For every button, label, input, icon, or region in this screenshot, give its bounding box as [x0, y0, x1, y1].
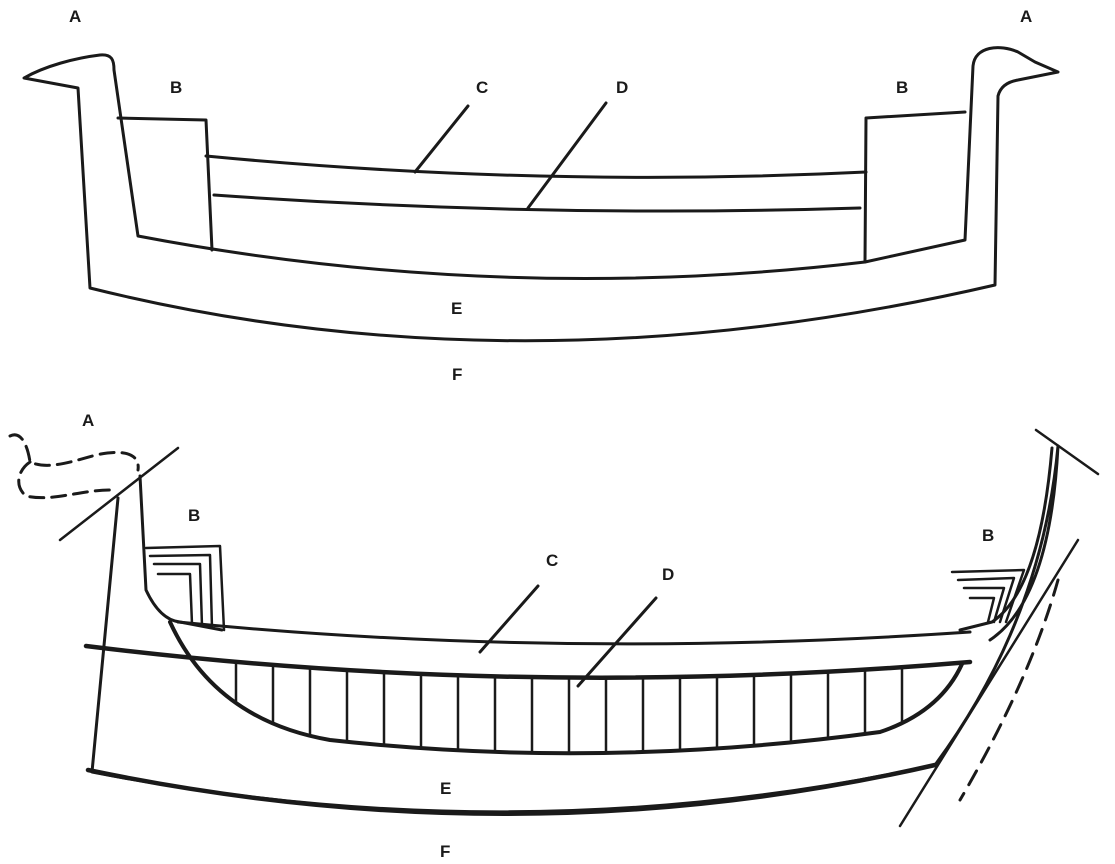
bottom-line-e — [85, 762, 938, 816]
bottom-label-b-right: B — [982, 526, 995, 545]
bottom-label-f: F — [440, 842, 451, 861]
top-label-a-right: A — [1020, 7, 1033, 26]
top-leader-d — [526, 101, 608, 210]
top-hull-outline — [22, 46, 1060, 343]
bottom-left-post — [138, 474, 224, 632]
top-right-section — [863, 110, 967, 264]
bottom-dashed-prow — [8, 433, 140, 500]
bottom-inner-curve — [168, 620, 964, 756]
bottom-right-guide-top — [1034, 428, 1100, 476]
bottom-label-e: E — [440, 779, 452, 798]
bottom-label-b-left: B — [188, 506, 201, 525]
top-label-e: E — [451, 299, 463, 318]
top-label-f: F — [452, 365, 463, 384]
bottom-dashed-stern — [958, 578, 1060, 802]
top-label-a-left: A — [69, 7, 82, 26]
bottom-label-d: D — [662, 565, 675, 584]
bottom-right-post — [958, 446, 1054, 632]
bottom-right-block — [950, 568, 1026, 624]
bottom-leader-d — [576, 596, 658, 688]
bottom-leader-c — [478, 584, 540, 654]
bottom-left-guide — [58, 446, 180, 542]
bottom-left-block — [144, 544, 226, 632]
bottom-ribs — [234, 662, 904, 753]
top-line-d — [212, 193, 862, 213]
top-label-c: C — [476, 78, 489, 97]
bottom-line-d — [83, 643, 973, 680]
top-leader-c — [413, 104, 470, 174]
bottom-right-guide-long — [898, 538, 1080, 828]
bottom-label-a-left: A — [82, 411, 95, 430]
top-label-b-left: B — [170, 78, 183, 97]
bottom-label-c: C — [546, 551, 559, 570]
top-line-c — [204, 154, 868, 179]
top-left-section — [116, 116, 214, 252]
bottom-line-c — [176, 620, 972, 646]
top-label-b-right: B — [896, 78, 909, 97]
top-label-d: D — [616, 78, 629, 97]
